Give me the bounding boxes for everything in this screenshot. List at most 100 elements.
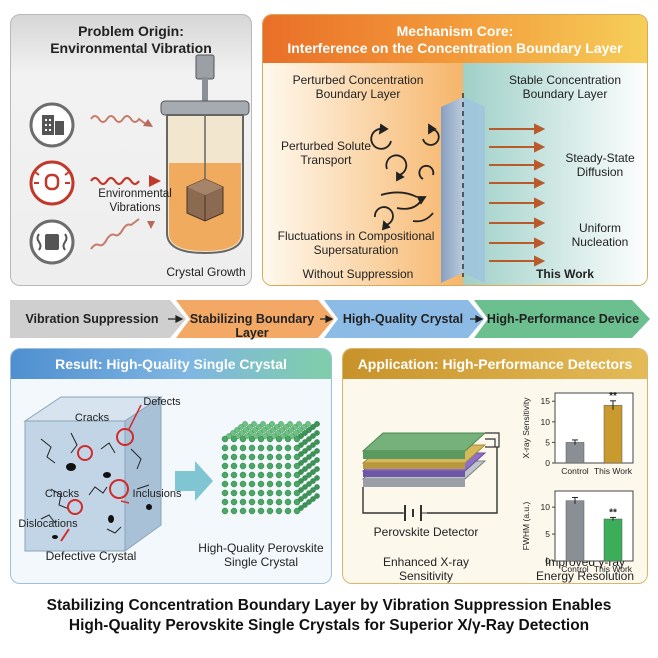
lattice-atom — [314, 430, 320, 436]
cracks-mid-label: Cracks — [44, 488, 80, 500]
panel-application: Application: High-Performance Detectors … — [342, 348, 648, 584]
significance-annotation: ** — [609, 391, 617, 402]
lattice-atom — [298, 433, 304, 439]
lattice-atom — [298, 442, 304, 448]
bar — [565, 442, 585, 464]
left-header-label: Perturbed Concentration Boundary Layer — [273, 73, 443, 101]
lattice-atom — [310, 478, 316, 484]
detector-illustration — [361, 432, 500, 521]
lattice-atom — [314, 448, 320, 454]
flow-segment-2 — [176, 300, 334, 338]
lattice-atom — [314, 439, 320, 445]
y-tick-label: 5 — [545, 529, 550, 539]
panel2-header — [263, 15, 647, 63]
lattice-atom — [292, 424, 298, 430]
panel1-title-line2: Environmental Vibration — [50, 40, 212, 56]
lattice-atom — [298, 478, 304, 484]
alarm-icon — [29, 160, 75, 206]
lattice-atom — [230, 435, 238, 443]
lattice-atom — [305, 421, 311, 427]
lattice-atom — [301, 424, 307, 430]
panel2-title: Mechanism Core: Interference on the Conc… — [263, 15, 647, 57]
lattice-atom — [244, 433, 250, 439]
lattice-atom — [238, 424, 244, 430]
x-tick-label: This Work — [594, 564, 633, 574]
panel-problem-origin: Problem Origin: Environmental Vibration — [10, 14, 252, 286]
steady-state-label: Steady-State Diffusion — [555, 151, 645, 179]
perturbed-line1: Perturbed Solute — [280, 139, 372, 153]
dislocations-label: Dislocations — [18, 518, 78, 530]
lattice-atom — [306, 436, 312, 442]
lattice-atom — [275, 453, 283, 461]
flow-arrow-bar — [10, 300, 650, 338]
lattice-atom — [284, 480, 292, 488]
y-axis-label: FWHM (a.u.) — [521, 502, 531, 551]
crystal-growth-label: Crystal Growth — [166, 265, 246, 279]
lattice-atom — [302, 466, 308, 472]
lattice-atom — [257, 471, 265, 479]
lattice-atom — [221, 471, 229, 479]
lattice-atom — [271, 433, 277, 439]
lattice-atom — [239, 489, 247, 497]
lattice-atom — [310, 424, 316, 430]
lattice-atom — [293, 430, 299, 436]
lattice-atom — [253, 433, 259, 439]
enhanced-xray-label: Enhanced X-ray Sensitivity — [361, 555, 491, 583]
lattice-atom — [284, 498, 292, 506]
panel-result: Result: High-Quality Single Crystal Defe… — [10, 348, 332, 584]
lattice-atom — [239, 507, 247, 515]
lattice-atom — [257, 430, 263, 436]
footer-line2: High-Quality Perovskite Single Crystals … — [68, 617, 590, 634]
lattice-atom — [221, 462, 229, 470]
bar — [565, 500, 585, 562]
lattice-atom — [248, 444, 256, 452]
fluct-line1: Fluctuations in Compositional — [277, 229, 435, 243]
without-suppression-label: Without Suppression — [302, 267, 414, 281]
y-tick-label: 0 — [545, 458, 550, 468]
lattice-atom — [266, 430, 272, 436]
lattice-atom — [221, 453, 229, 461]
y-tick-label: 10 — [541, 417, 551, 427]
lattice-atom — [293, 435, 301, 443]
fluctuations-label: Fluctuations in Compositional Supersatur… — [263, 229, 449, 257]
flow-step-high-performance-device: High-Performance Device — [486, 312, 640, 326]
lattice-atom — [278, 421, 284, 427]
footer-title: Stabilizing Concentration Boundary Layer… — [0, 596, 658, 636]
lattice-atom — [235, 433, 241, 439]
inclusions-label: Inclusions — [132, 488, 182, 500]
lattice-atom — [221, 444, 229, 452]
transform-arrow — [175, 461, 213, 501]
lattice-atom — [275, 435, 283, 443]
lattice-atom — [275, 480, 283, 488]
lattice-atom — [284, 489, 292, 497]
lattice-atom — [239, 453, 247, 461]
lattice-atom — [221, 435, 229, 443]
fluct-line2: Supersaturation — [313, 243, 399, 257]
flow-segment-3 — [324, 300, 484, 338]
right-header-label: Stable Concentration Boundary Layer — [485, 73, 645, 101]
uniform-line2: Nucleation — [571, 235, 629, 249]
lattice-atom — [306, 472, 312, 478]
lattice-atom — [248, 507, 256, 515]
lattice-atom — [221, 489, 229, 497]
y-tick-label: 5 — [545, 437, 550, 447]
lattice-atom — [247, 424, 253, 430]
perturbed-transport-label: Perturbed Solute Transport — [271, 139, 381, 167]
right-header-line1: Stable Concentration — [508, 73, 622, 87]
cracks-top-label: Cracks — [74, 412, 110, 424]
lattice-atom — [314, 457, 320, 463]
lattice-atom — [284, 444, 292, 452]
vibration-line1: Environmental — [98, 188, 172, 200]
flow-step-high-quality-crystal: High-Quality Crystal — [342, 312, 464, 326]
lattice-atom — [257, 498, 265, 506]
hq-line1: High-Quality Perovskite — [198, 541, 324, 555]
lattice-atom — [310, 451, 316, 457]
lattice-atom — [248, 471, 256, 479]
lattice-atom — [266, 453, 274, 461]
lattice-atom — [252, 427, 258, 433]
lattice-atom — [302, 493, 308, 499]
hq-line2: Single Crystal — [223, 555, 299, 569]
lattice-atom — [287, 421, 293, 427]
lattice-atom — [239, 430, 245, 436]
y-tick-label: 10 — [541, 502, 551, 512]
